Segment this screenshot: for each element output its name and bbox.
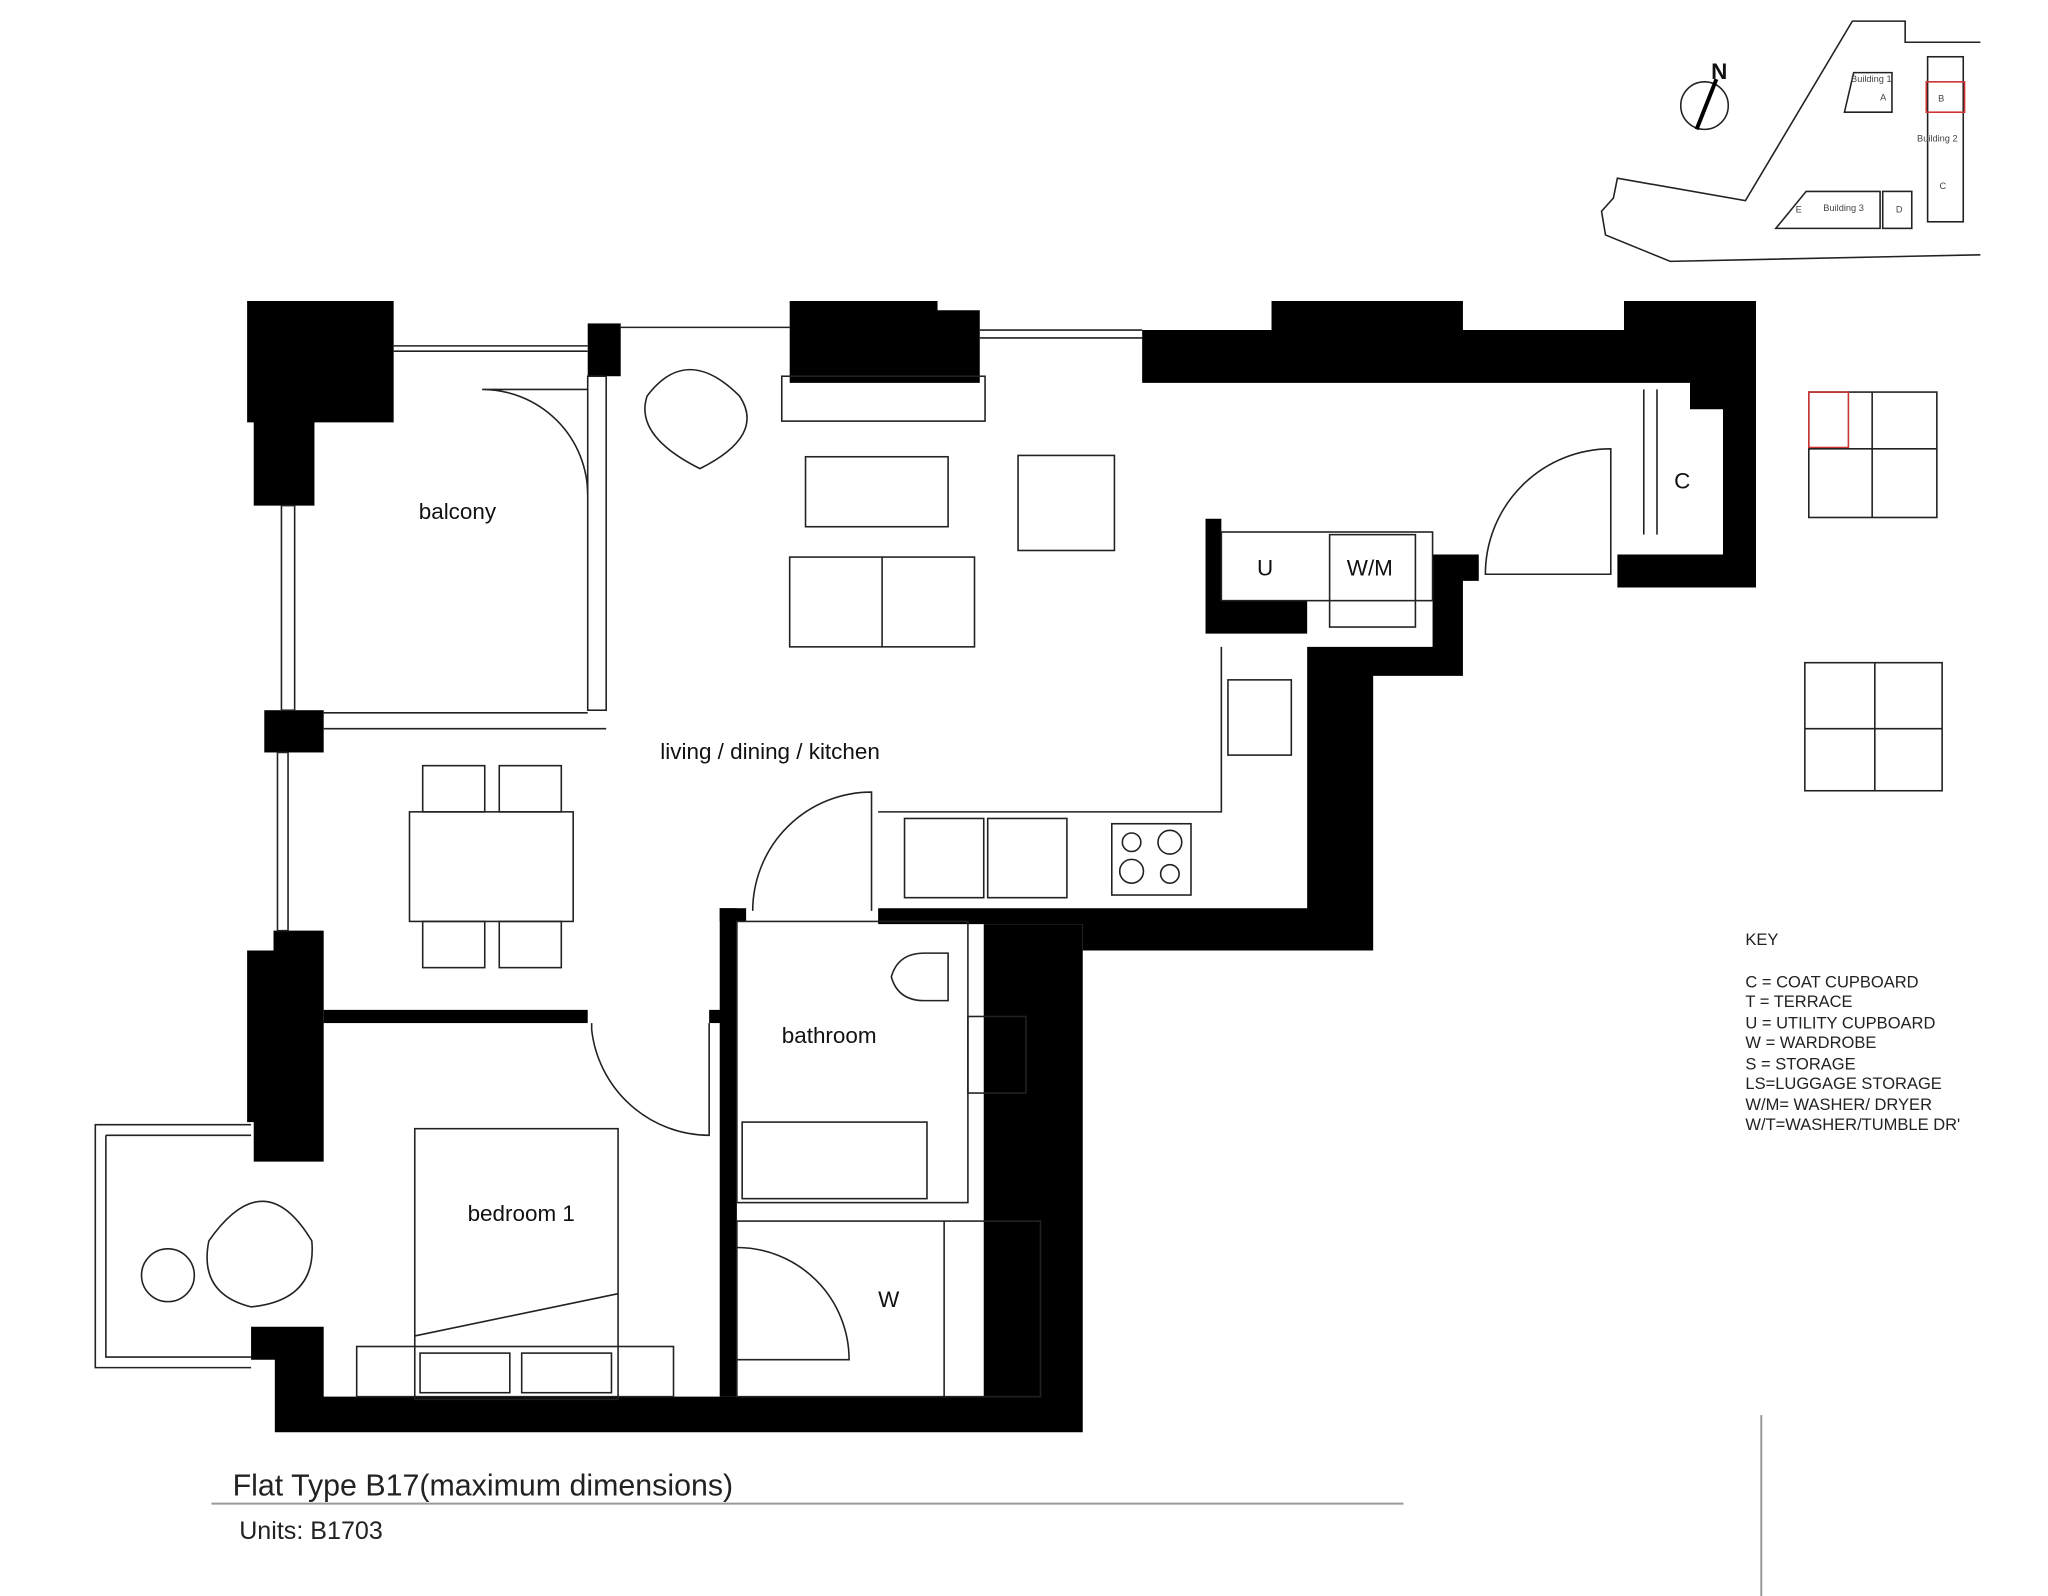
- wardrobe-icon: [736, 1220, 1042, 1398]
- site-map: N Building 1 A B Building 2 C E Building…: [1600, 20, 1981, 263]
- room-label-coat: C: [1674, 468, 1690, 493]
- terrace-outline: [94, 1123, 252, 1369]
- core-a-label: A: [1880, 92, 1887, 102]
- armchair-icon: [644, 368, 748, 470]
- core-d-label: D: [1896, 205, 1903, 215]
- compass-icon: [1679, 81, 1730, 131]
- toilet-icon: [890, 952, 949, 1002]
- key-item: S = STORAGE: [1745, 1055, 1855, 1073]
- bathtub-icon: [741, 1121, 928, 1200]
- hob-icon: [1110, 822, 1192, 896]
- key-item: W = WARDROBE: [1745, 1034, 1876, 1052]
- bed-icon: [413, 1127, 619, 1401]
- floor-location-thumbnails: [1804, 391, 1943, 792]
- armchair-icon: [1017, 454, 1116, 552]
- room-label-living: living / dining / kitchen: [660, 739, 880, 764]
- core-e-label: E: [1796, 205, 1802, 215]
- room-label-wardrobe: W: [878, 1287, 900, 1312]
- building-3-label: Building 3: [1823, 203, 1864, 213]
- entrance-door-icon: [1484, 448, 1612, 576]
- room-label-utility: U: [1257, 556, 1273, 581]
- bedroom-door-icon: [590, 1023, 710, 1137]
- walls: [247, 300, 1756, 1433]
- tv-unit-icon: [780, 375, 986, 422]
- legend-key: KEY C = COAT CUPBOARD T = TERRACE U = UT…: [1745, 931, 1960, 1134]
- room-label-bathroom: bathroom: [782, 1023, 877, 1048]
- fixtures: [94, 326, 1658, 1401]
- side-table-icon: [140, 1248, 196, 1303]
- room-label-bedroom: bedroom 1: [468, 1201, 575, 1226]
- building-2-label: Building 2: [1917, 133, 1958, 143]
- key-item: W/T=WASHER/TUMBLE DR': [1745, 1116, 1960, 1134]
- core-c-label: C: [1939, 181, 1946, 191]
- basin-icon: [967, 1015, 1027, 1094]
- key-item: T = TERRACE: [1745, 993, 1852, 1011]
- room-labels: balcony living / dining / kitchen bathro…: [419, 468, 1691, 1311]
- room-label-balcony: balcony: [419, 499, 497, 524]
- room-label-washer: W/M: [1347, 556, 1393, 581]
- plan-title: Flat Type B17(maximum dimensions): [233, 1470, 734, 1503]
- north-arrow-icon: [1694, 78, 1719, 131]
- building-1-label: Building 1: [1851, 74, 1892, 84]
- chair-icon: [206, 1200, 313, 1308]
- core-b-label: B: [1938, 94, 1944, 104]
- kitchen-sink-icon: [1227, 679, 1293, 756]
- key-heading: KEY: [1745, 931, 1778, 949]
- units-label: Units: B1703: [239, 1517, 383, 1545]
- current-unit-highlight: [1925, 81, 1966, 114]
- dining-table-icon: [408, 811, 574, 923]
- balcony-door-icon: [482, 388, 589, 496]
- north-label: N: [1711, 59, 1727, 84]
- utility-cupboard: [1220, 531, 1434, 602]
- key-item: U = UTILITY CUPBOARD: [1745, 1014, 1935, 1032]
- coffee-table-icon: [804, 455, 949, 528]
- bathroom-door-icon: [751, 791, 873, 911]
- key-item: C = COAT CUPBOARD: [1745, 973, 1918, 991]
- key-item: W/M= WASHER/ DRYER: [1745, 1096, 1932, 1114]
- washer-icon: [1328, 533, 1417, 628]
- key-item: LS=LUGGAGE STORAGE: [1745, 1075, 1941, 1093]
